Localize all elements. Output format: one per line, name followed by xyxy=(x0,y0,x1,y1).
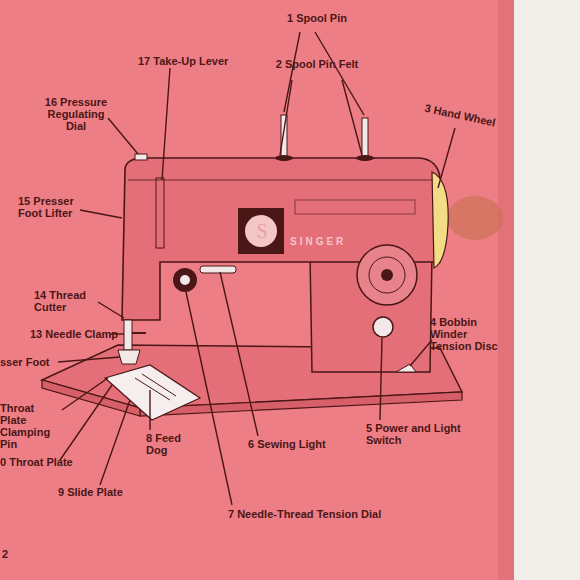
callout-label: 3 Hand Wheel xyxy=(424,102,505,130)
switch-knob xyxy=(373,317,393,337)
brand-logo: S xyxy=(254,220,270,242)
machine-arm xyxy=(122,158,440,320)
arm-edge xyxy=(128,180,440,181)
spool-pin xyxy=(362,118,368,160)
callout-label: 6 Sewing Light xyxy=(248,438,338,450)
plate-line xyxy=(142,374,176,396)
panel-scale xyxy=(295,200,415,214)
page-shadow xyxy=(498,0,514,580)
callout-label: 4 Bobbin Winder Tension Disc xyxy=(430,316,510,352)
brand-name: SINGER xyxy=(290,236,370,247)
bobbin-disc xyxy=(396,364,416,372)
callout-label: 13 Needle Clamp xyxy=(30,328,120,340)
take-up-lever xyxy=(156,178,164,248)
callout-label: Throat Plate Clamping Pin xyxy=(0,402,62,450)
callout-label: 14 Thread Cutter xyxy=(34,289,98,313)
spool-pin xyxy=(281,115,287,160)
spool-felt xyxy=(356,155,374,161)
callout-label: 7 Needle-Thread Tension Dial xyxy=(228,508,408,520)
presser-foot xyxy=(118,350,140,364)
emblem-panel xyxy=(238,208,284,254)
callout-label: 0 Throat Plate xyxy=(0,456,90,468)
needle-clamp xyxy=(132,332,146,334)
callout-label: 16 Pressure Regulating Dial xyxy=(44,96,108,132)
stitch-dial-ring xyxy=(369,257,405,293)
callout-label: 15 Presser Foot Lifter xyxy=(18,195,82,219)
stitch-dial-hub xyxy=(381,269,393,281)
callout-label: 5 Power and Light Switch xyxy=(366,422,496,446)
page-edge xyxy=(512,0,580,580)
spool-felt xyxy=(275,155,293,161)
slide-plate xyxy=(105,365,200,420)
tension-dial xyxy=(173,268,197,292)
callout-label: sser Foot xyxy=(0,356,70,368)
callout-label: 8 Feed Dog xyxy=(146,432,186,456)
stain xyxy=(447,196,503,240)
sewing-light xyxy=(200,266,236,273)
callout-label: 2 Spool Pin Felt xyxy=(272,58,362,70)
tension-dial-hub xyxy=(180,275,190,285)
page-number: 2 xyxy=(2,548,22,560)
callout-label: 17 Take-Up Lever xyxy=(138,55,238,67)
stitch-dial xyxy=(357,245,417,305)
callout-label: 1 Spool Pin xyxy=(262,12,372,24)
callout-label: 9 Slide Plate xyxy=(58,486,148,498)
needle-bar xyxy=(124,320,132,350)
pressure-dial xyxy=(135,154,147,160)
emblem-badge xyxy=(245,215,277,247)
hand-wheel xyxy=(432,172,448,268)
